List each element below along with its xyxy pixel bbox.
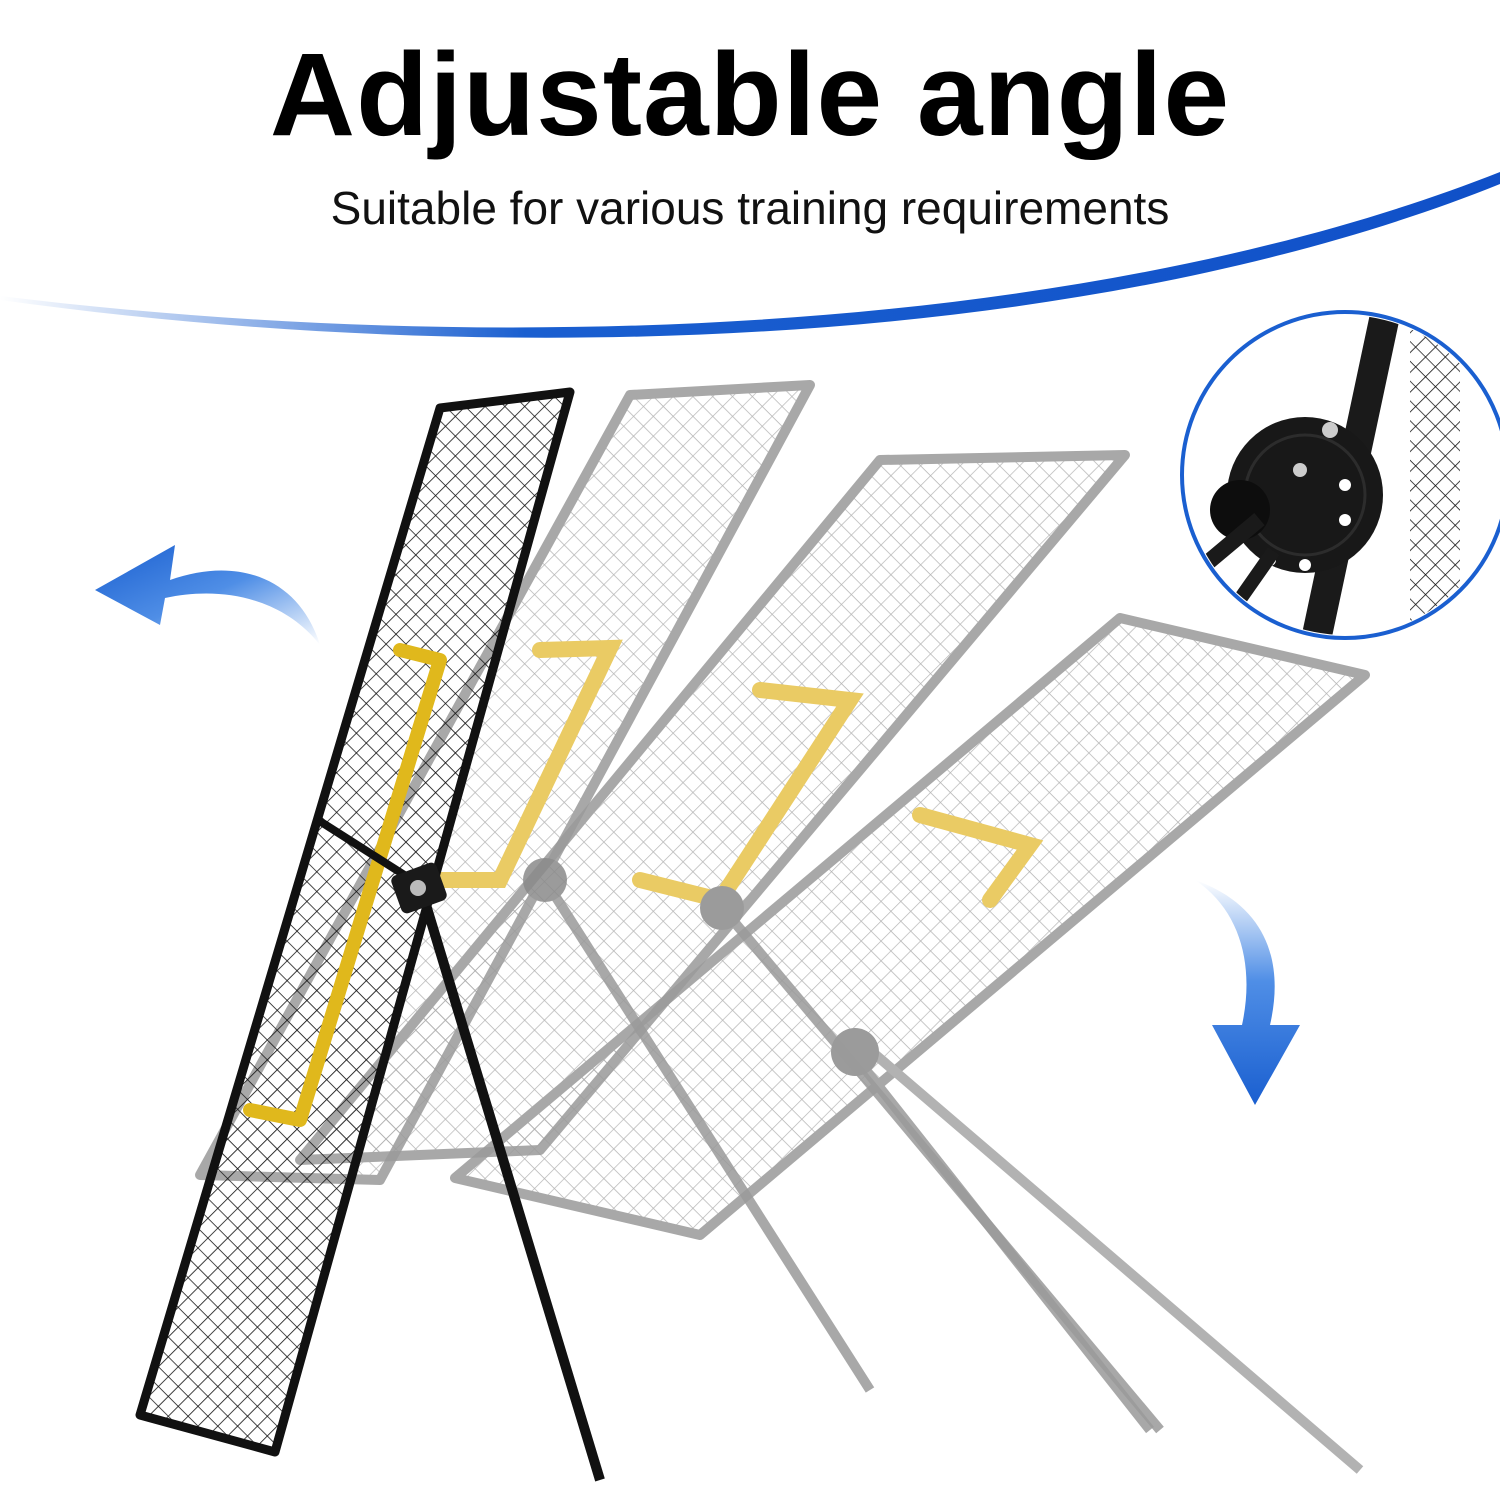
page-title: Adjustable angle	[269, 29, 1231, 161]
curved-arrow-up-left-icon	[95, 545, 320, 645]
hinge-detail-inset	[1180, 310, 1500, 640]
curved-arrow-down-icon	[1195, 880, 1300, 1105]
page-subtitle: Suitable for various training requiremen…	[330, 182, 1170, 234]
blue-swoosh-divider	[0, 172, 1500, 338]
rebounder-frame-upright	[135, 387, 605, 1482]
